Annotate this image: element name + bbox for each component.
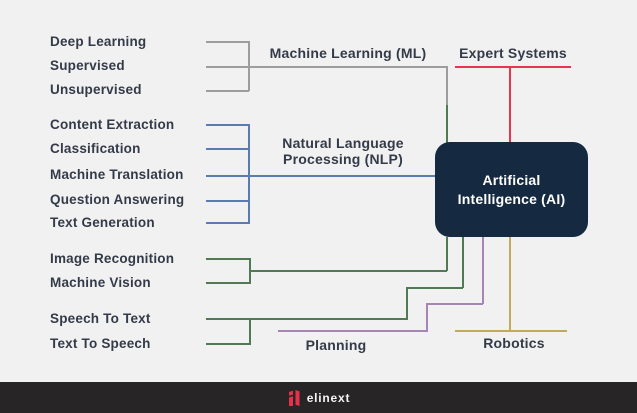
branch-label-nlp: Natural Language Processing (NLP) (263, 135, 423, 167)
vision-stub-line-machine-vision (206, 282, 250, 284)
leaf-label-unsupervised: Unsupervised (50, 82, 142, 97)
ai-center-node: Artificial Intelligence (AI) (435, 142, 588, 237)
leaf-label-supervised: Supervised (50, 58, 125, 73)
branch-label-nlp-line2: Processing (NLP) (283, 151, 403, 167)
ml-trunk-line (206, 66, 447, 68)
nlp-stub-line-text-generation (206, 222, 249, 224)
expert-systems-underline (455, 66, 571, 68)
planning-underline (278, 330, 427, 332)
speech-trunk-line (206, 318, 407, 320)
speech-connector-line (462, 237, 464, 288)
planning-connector-line (482, 237, 484, 304)
branch-label-nlp-line1: Natural Language (282, 135, 404, 151)
leaf-label-machine-vision: Machine Vision (50, 275, 151, 290)
footer-bar: elinext (0, 382, 637, 413)
branch-label-planning: Planning (305, 337, 367, 353)
vision-connector-line (446, 237, 448, 271)
ai-node-label-line1: Artificial (482, 171, 541, 188)
nlp-bracket-line (248, 124, 250, 224)
planning-elbow-horizontal-line (426, 303, 483, 305)
leaf-label-deep-learning: Deep Learning (50, 34, 147, 49)
robotics-connector-line (509, 237, 511, 330)
footer-logo-text: elinext (306, 390, 351, 405)
planning-elbow-vertical-line (426, 303, 428, 332)
speech-bracket-line (249, 318, 251, 345)
leaf-label-content-extraction: Content Extraction (50, 117, 175, 132)
branch-label-expert-systems: Expert Systems (459, 45, 567, 61)
elinext-logo-icon (288, 389, 300, 406)
nlp-stub-line-classification (206, 148, 249, 150)
branch-label-machine-learning: Machine Learning (ML) (269, 45, 427, 61)
nlp-trunk-line (206, 175, 435, 177)
ml-stub-line-deep-learning (206, 41, 249, 43)
leaf-label-speech-to-text: Speech To Text (50, 311, 151, 326)
speech-elbow-horizontal-line (406, 287, 463, 289)
nlp-stub-line-question-answering (206, 200, 249, 202)
leaf-label-image-recognition: Image Recognition (50, 251, 175, 266)
expert-systems-connector-line (509, 66, 511, 143)
leaf-label-machine-translation: Machine Translation (50, 167, 184, 182)
ai-node-label-line2: Intelligence (AI) (457, 190, 566, 207)
ml-connector-line-lower (446, 105, 448, 143)
ml-bracket-line (248, 41, 250, 91)
speech-elbow-vertical-line (406, 287, 408, 320)
vision-trunk-line (249, 270, 447, 272)
leaf-label-text-to-speech: Text To Speech (50, 336, 151, 351)
leaf-label-classification: Classification (50, 141, 141, 156)
vision-stub-line-image-recognition (206, 258, 250, 260)
speech-stub-line-text-to-speech (206, 343, 250, 345)
branch-label-robotics: Robotics (483, 335, 545, 351)
ml-stub-line-unsupervised (206, 90, 249, 92)
nlp-stub-line-content-extraction (206, 124, 249, 126)
robotics-underline (455, 330, 567, 332)
leaf-label-question-answering: Question Answering (50, 192, 185, 207)
ml-connector-line-upper (446, 66, 448, 105)
leaf-label-text-generation: Text Generation (50, 215, 155, 230)
